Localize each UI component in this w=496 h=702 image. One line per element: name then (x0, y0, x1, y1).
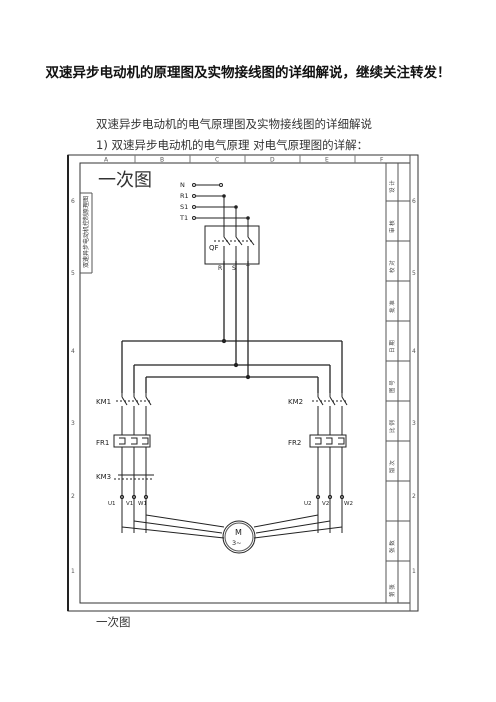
row-label: 2 (71, 493, 75, 500)
row-label-right: 3 (412, 420, 416, 427)
row-label-right: 4 (412, 348, 416, 355)
col-label: B (160, 157, 164, 164)
contactor-km2 (312, 393, 348, 435)
row-label-right: 6 (412, 198, 416, 205)
terminals-left (119, 494, 149, 500)
contactor-km1 (116, 393, 152, 435)
overload-relay-fr2 (309, 434, 347, 533)
row-label: 6 (71, 198, 75, 205)
line-label: R1 (180, 192, 189, 200)
title-block-cell: 校 对 (388, 260, 396, 273)
phase-label: R (218, 265, 222, 272)
col-label: F (380, 157, 384, 164)
power-bus (121, 261, 343, 393)
drawing-heading: 一次图 (98, 170, 152, 191)
title-block-cell: 版 次 (388, 460, 396, 473)
terminal-label: U1 (108, 501, 116, 507)
drawing-inner-frame (79, 162, 411, 604)
row-label-right: 2 (412, 493, 416, 500)
terminal-label: W1 (138, 501, 147, 507)
motor-label: M (235, 528, 242, 537)
col-label: C (215, 157, 219, 164)
figure-caption: 一次图 (96, 615, 131, 629)
overload-relay-fr1 (113, 434, 151, 533)
terminal-label: V2 (322, 501, 329, 507)
contactor-km3-label: KM3 (96, 473, 111, 481)
title-block-cell: 比 例 (388, 420, 396, 433)
title-block-cell: 设 计 (388, 180, 396, 193)
motor-inner-ring (224, 522, 254, 552)
col-label: A (104, 157, 109, 164)
contactor-km2-label: KM2 (288, 398, 303, 406)
relay-fr1-label: FR1 (96, 439, 109, 447)
title-block-cell: 审 核 (388, 220, 396, 233)
title-block-cell: 日 期 (389, 340, 396, 353)
article-title: 双速异步电动机的原理图及实物接线图的详细解说，继续关注转发！ (45, 65, 451, 81)
breaker-qf (204, 225, 260, 265)
primary-circuit-diagram: A B C D E F 6 5 4 3 2 1 双速异步电动机控制原理图 设 计… (67, 154, 419, 612)
article-intro: 1) 双速异步电动机的电气原理 对电气原理图的详解： (96, 138, 369, 152)
contactor-km3 (114, 474, 154, 481)
motor-symbol (222, 520, 256, 554)
terminal-label: W2 (344, 501, 353, 507)
row-label: 4 (71, 348, 75, 355)
terminal-label: U2 (304, 501, 312, 507)
drawing-frame (67, 154, 419, 612)
line-label: S1 (180, 203, 188, 211)
title-block-cell: 张 数 (388, 540, 396, 553)
col-label: D (270, 157, 275, 164)
row-label: 5 (71, 270, 75, 277)
row-label: 1 (71, 568, 75, 575)
line-label: T1 (179, 214, 188, 222)
row-label-right: 5 (412, 270, 416, 277)
col-label: E (325, 157, 329, 164)
terminal-label: V1 (126, 501, 133, 507)
relay-fr2-label: FR2 (288, 439, 301, 447)
row-label-right: 1 (412, 568, 416, 575)
article-subtitle: 双速异步电动机的电气原理图及实物接线图的详细解说 (96, 117, 372, 131)
line-label: N (180, 181, 185, 189)
row-label: 3 (71, 420, 75, 427)
title-block-cell: 批 准 (388, 300, 396, 313)
drawing-side-label: 双速异步电动机控制原理图 (82, 196, 90, 268)
breaker-contacts (214, 233, 255, 261)
motor-wiring (121, 514, 343, 539)
incoming-lines (192, 183, 250, 233)
motor-phase-label: 3~ (232, 539, 242, 547)
title-block-cell: 图 号 (388, 380, 396, 393)
contactor-km1-label: KM1 (96, 398, 111, 406)
breaker-label: QF (209, 244, 219, 252)
title-block-cell: 第 张 (388, 584, 396, 597)
terminals-right (315, 494, 345, 500)
phase-label: S (232, 265, 236, 272)
